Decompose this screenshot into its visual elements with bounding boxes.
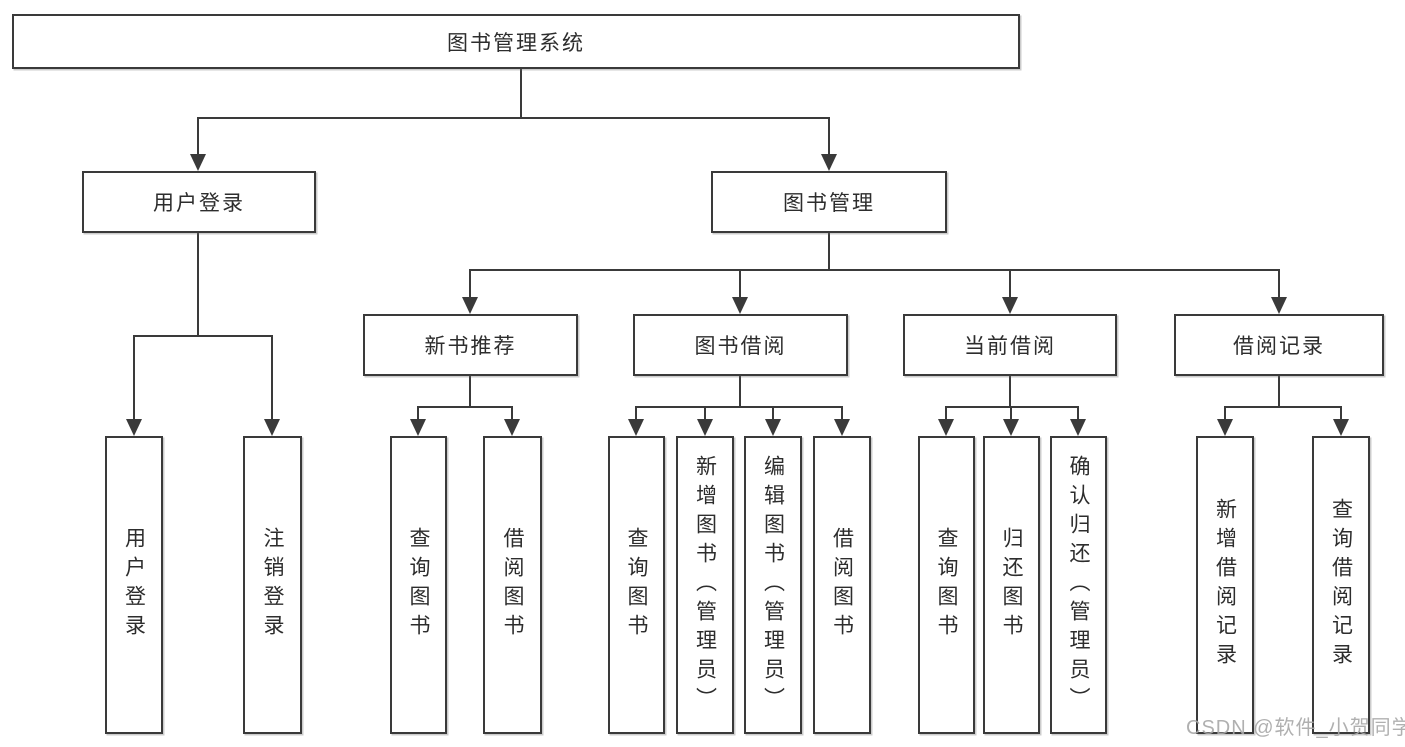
leaf-logout-login: 注销登录: [243, 436, 302, 734]
node-label: 图书管理系统: [447, 31, 585, 55]
node-current-borrow: 当前借阅: [903, 314, 1117, 376]
node-new-book-recommend: 新书推荐: [363, 314, 578, 376]
leaf-edit-book-admin: 编辑图书（管理员）: [744, 436, 802, 734]
node-label: 新增图书（管理员）: [693, 454, 717, 716]
leaf-query-book-recommend: 查询图书: [390, 436, 447, 734]
connector-current-borrow-children: [938, 376, 1086, 436]
connector-user-login-children: [126, 233, 280, 436]
leaf-confirm-return-admin: 确认归还（管理员）: [1050, 436, 1107, 734]
node-book-borrow: 图书借阅: [633, 314, 848, 376]
node-label: 查询图书: [625, 527, 648, 643]
node-label: 新书推荐: [424, 335, 517, 358]
node-library-system: 图书管理系统: [12, 14, 1020, 69]
leaf-query-book-current: 查询图书: [918, 436, 975, 734]
node-book-management: 图书管理: [711, 171, 947, 233]
leaf-return-book: 归还图书: [983, 436, 1040, 734]
node-label: 查询图书: [935, 527, 958, 643]
connector-book-management-children: [462, 233, 1287, 314]
connector-root-to-level2: [190, 69, 837, 171]
node-label: 查询借阅记录: [1329, 498, 1353, 672]
node-label: 当前借阅: [964, 335, 1056, 358]
csdn-watermark: CSDN @软件_小贺同学: [1186, 717, 1405, 739]
node-user-login: 用户登录: [82, 171, 316, 233]
leaf-add-borrow-record: 新增借阅记录: [1196, 436, 1254, 734]
node-label: 借阅记录: [1233, 335, 1325, 358]
node-label: 归还图书: [1000, 527, 1023, 643]
leaf-query-borrow-record: 查询借阅记录: [1312, 436, 1370, 734]
leaf-user-login: 用户登录: [105, 436, 163, 734]
node-label: 图书管理: [783, 192, 875, 215]
node-label: 编辑图书（管理员）: [761, 454, 785, 716]
leaf-borrow-book: 借阅图书: [813, 436, 871, 734]
node-label: 查询图书: [407, 527, 430, 643]
connector-book-borrow-children: [628, 376, 850, 436]
node-label: 注销登录: [261, 527, 284, 643]
node-label: 图书借阅: [694, 335, 787, 358]
connector-borrow-records-children: [1217, 376, 1349, 436]
node-label: 用户登录: [153, 192, 245, 215]
node-label: 借阅图书: [501, 527, 524, 643]
node-label: 新增借阅记录: [1213, 498, 1237, 672]
leaf-query-book-borrow: 查询图书: [608, 436, 665, 734]
leaf-add-book-admin: 新增图书（管理员）: [676, 436, 734, 734]
node-borrow-records: 借阅记录: [1174, 314, 1384, 376]
node-label: 用户登录: [122, 527, 146, 643]
node-label: 确认归还（管理员）: [1067, 454, 1090, 716]
node-label: 借阅图书: [830, 527, 854, 643]
connector-new-book-recommend-children: [410, 376, 520, 436]
leaf-borrow-book-recommend: 借阅图书: [483, 436, 542, 734]
